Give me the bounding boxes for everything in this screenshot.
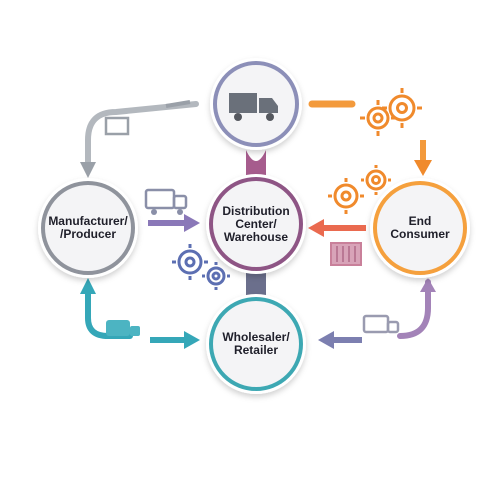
shipping-truck-icon: [362, 314, 400, 334]
teal-flow-arrow: [80, 278, 200, 349]
gear-icon: [360, 88, 422, 136]
orange-flow-arrow: [308, 100, 432, 176]
gray-flow-arrow: [80, 100, 199, 178]
purple-flow-arrow: [144, 188, 200, 232]
node-distribution[interactable]: [206, 174, 306, 274]
gear-icon: [172, 244, 230, 290]
red-flow-arrow: [308, 219, 366, 266]
lavender-flow-arrow: [318, 278, 436, 349]
shipping-truck-icon: [144, 188, 188, 215]
node-wholesaler[interactable]: [206, 294, 306, 394]
gear-icon: [328, 165, 391, 214]
node-consumer[interactable]: [370, 178, 470, 278]
shipping-truck-icon: [106, 320, 140, 336]
node-transport[interactable]: [210, 58, 302, 150]
node-manufacturer[interactable]: [38, 178, 138, 278]
box-icon: [104, 116, 130, 136]
box-icon: [330, 242, 362, 266]
truck-icon: [229, 93, 278, 121]
